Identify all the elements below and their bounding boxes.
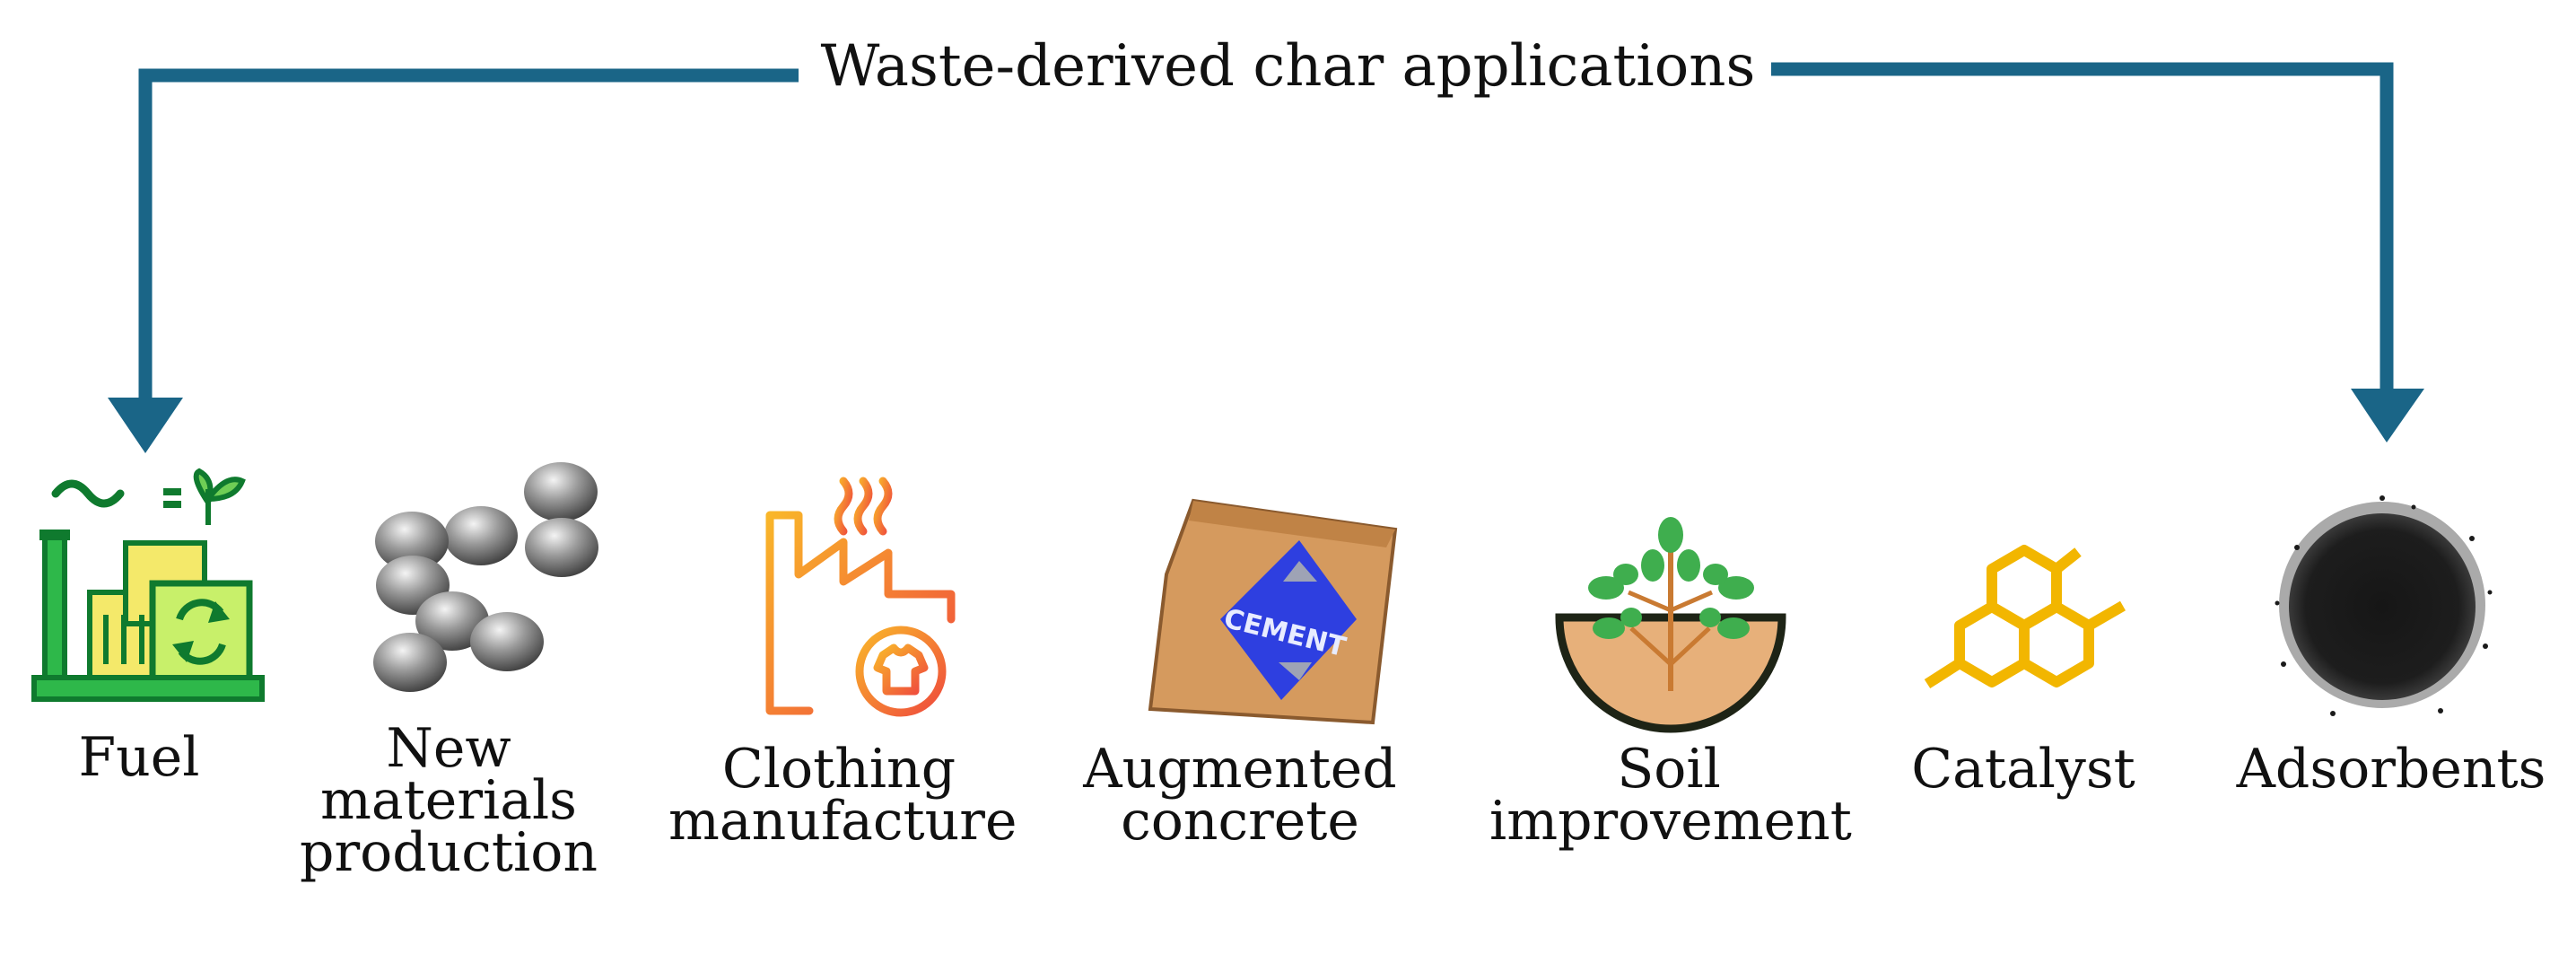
arrow-head-left <box>108 398 183 453</box>
label-adsorbents: Adsorbents <box>2236 738 2546 801</box>
diagram-title: Waste-derived char applications <box>0 29 2576 104</box>
hexagon-molecule-icon <box>1924 545 2126 689</box>
cement-bag-icon: CEMENT <box>1148 498 1398 725</box>
bracket-connector <box>108 62 2424 453</box>
label-soil-improvement: Soil improvement <box>1489 738 1852 853</box>
gray-spheres-icon <box>373 462 598 692</box>
bracket-line-right <box>1739 62 2394 399</box>
label-new-materials-production: New materials production <box>300 717 598 884</box>
label-catalyst: Catalyst <box>1911 738 2135 801</box>
charcoal-powder-icon <box>2275 495 2493 716</box>
arrow-head-right <box>2351 389 2424 442</box>
plant-in-soil-icon <box>1555 517 1786 733</box>
clothing-factory-icon <box>765 477 956 717</box>
label-augmented-concrete: Augmented concrete <box>1083 738 1397 853</box>
label-fuel: Fuel <box>78 726 200 789</box>
factory-recycle-icon <box>31 468 265 702</box>
bracket-line-left <box>138 68 799 408</box>
label-clothing-manufacture: Clothing manufacture <box>668 738 1017 853</box>
